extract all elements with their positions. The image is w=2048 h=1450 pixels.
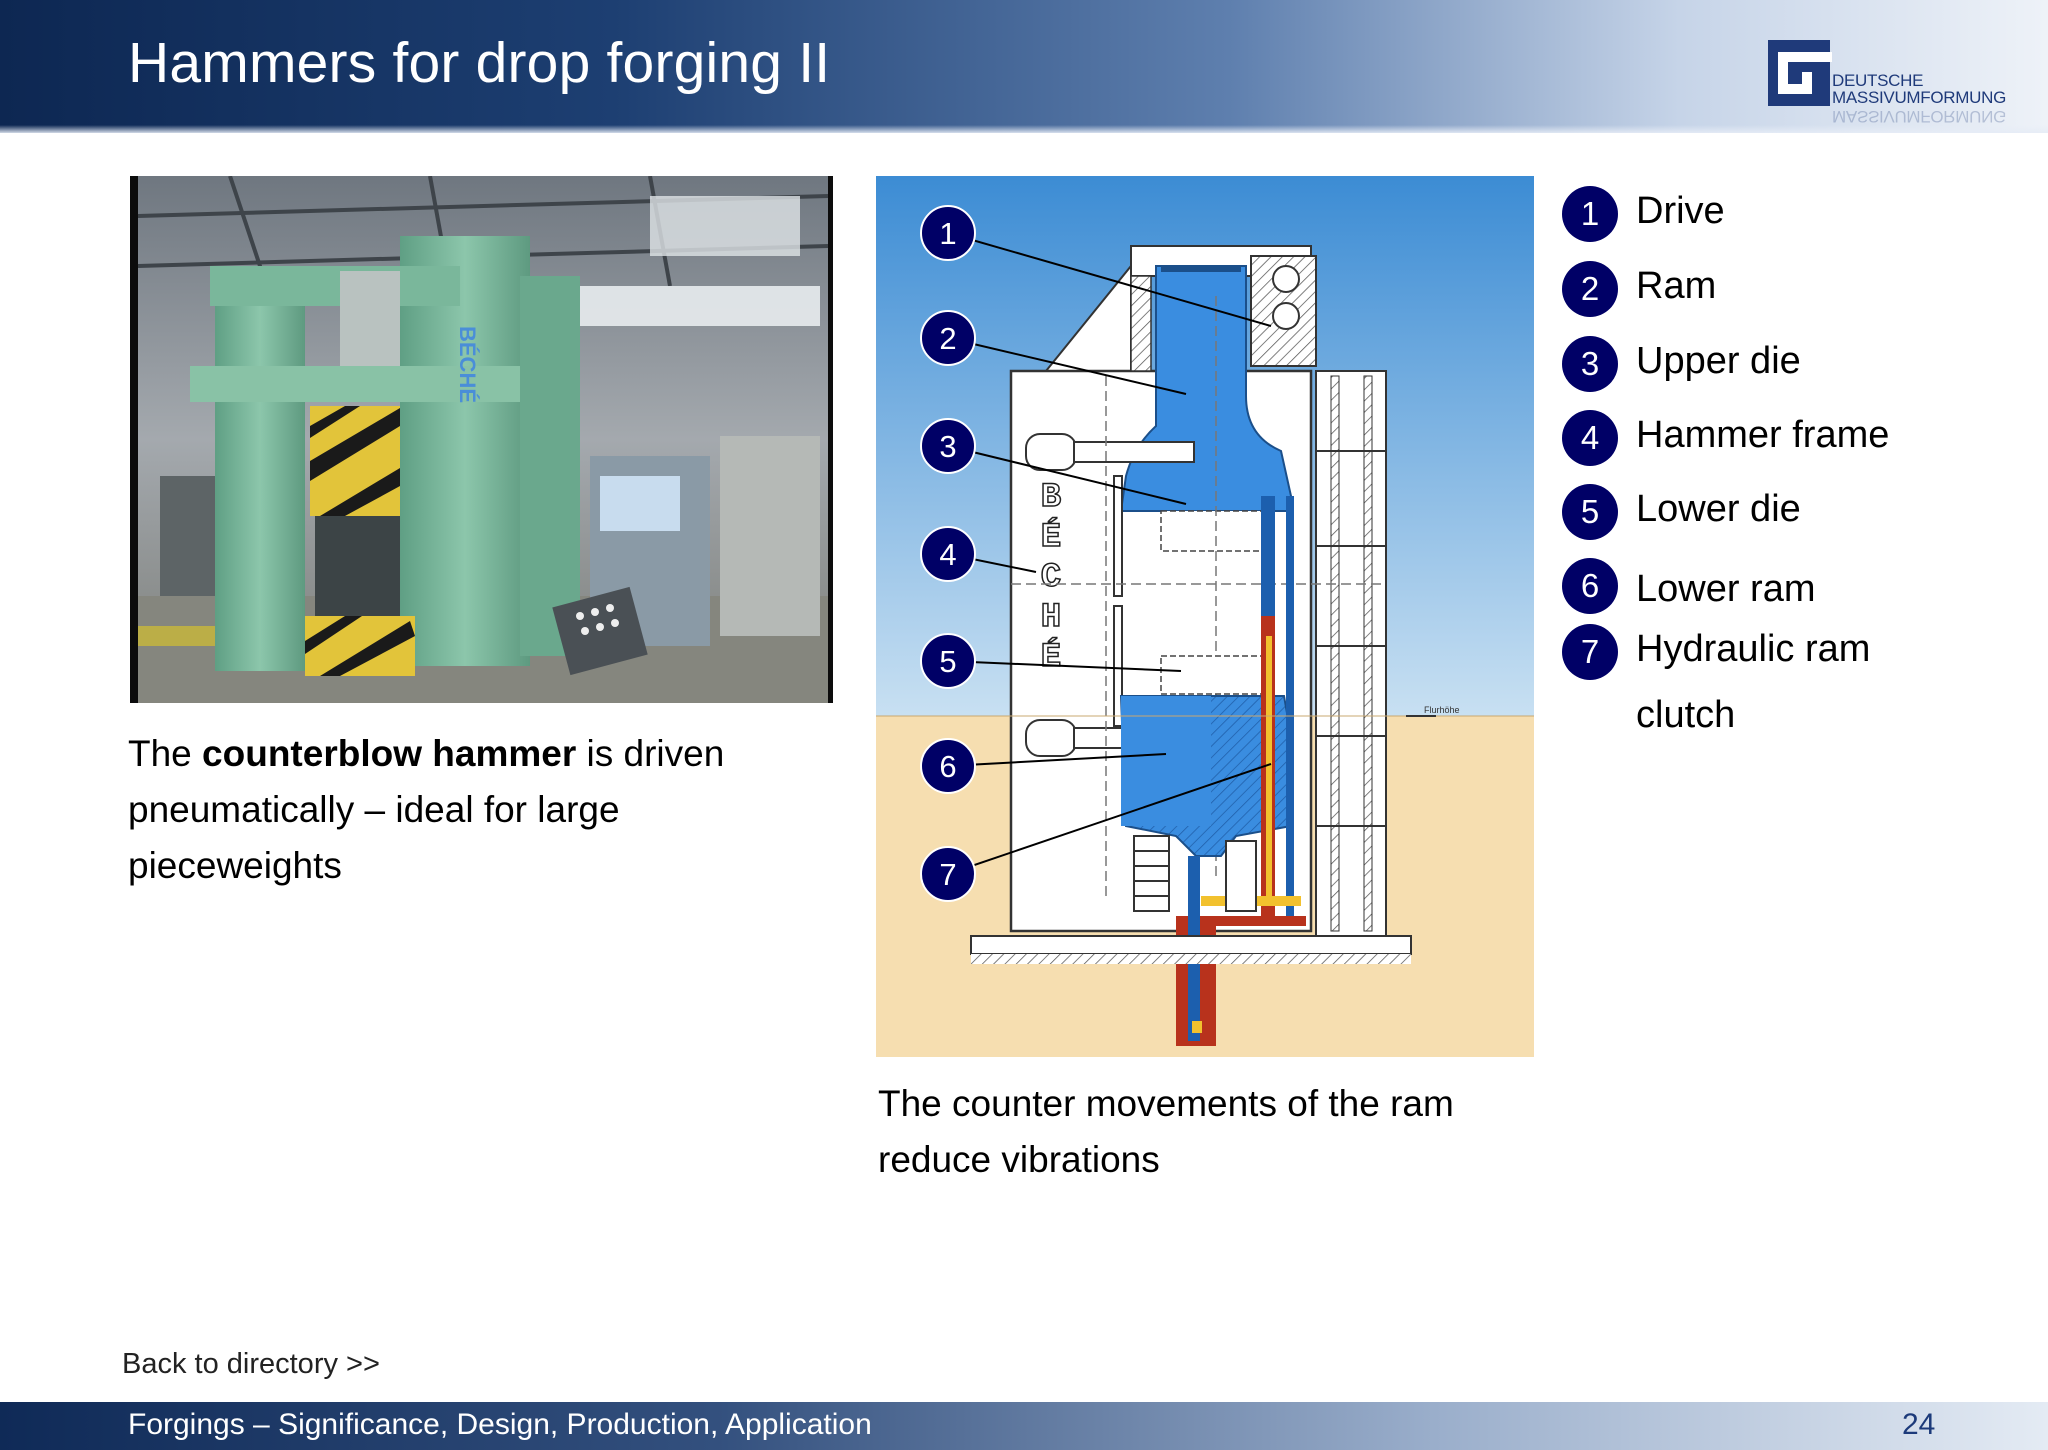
legend-badge: 2 — [1562, 261, 1618, 317]
legend-label: Ram — [1636, 265, 1717, 307]
callout-number: 3 — [939, 429, 956, 464]
ground-level-label: Flurhöhe — [1424, 705, 1460, 715]
machine-brand-text: BÉCHÉ — [455, 326, 480, 403]
callout-number: 4 — [939, 537, 956, 572]
slide-header: Hammers for drop forging II — [0, 0, 2048, 133]
callout-badge-5: 5 — [920, 633, 976, 689]
diagram-callouts: 1 2 3 4 5 6 7 — [920, 205, 976, 902]
logo-line-2: MASSIVUMFORMUNG — [1832, 88, 2007, 107]
caption-left-bold: counterblow hammer — [202, 733, 577, 774]
caption-left-before: The — [128, 733, 203, 774]
page-number: 24 — [1902, 1408, 1936, 1441]
logo-mark-icon — [1768, 40, 1832, 106]
legend-item-upper-die: 3 Upper die — [1562, 332, 2022, 392]
legend-badge: 6 — [1562, 558, 1618, 614]
legend-item-hammer-frame: 4 Hammer frame — [1562, 406, 2022, 466]
legend-badge: 3 — [1562, 336, 1618, 392]
cross-section-drawing: BÉCHÉ — [876, 176, 1534, 1057]
logo-line-1: DEUTSCHE — [1832, 71, 1924, 90]
slide-title: Hammers for drop forging II — [128, 31, 831, 95]
legend-label: Hammer frame — [1636, 414, 1890, 456]
callout-number: 7 — [939, 857, 956, 892]
callout-badge-2: 2 — [920, 310, 976, 366]
callout-badge-4: 4 — [920, 526, 976, 582]
legend-label: Drive — [1636, 190, 1725, 232]
legend-badge: 7 — [1562, 624, 1618, 680]
legend-badge: 1 — [1562, 186, 1618, 242]
callout-number: 2 — [939, 321, 956, 356]
callout-number: 5 — [939, 644, 956, 679]
callout-badge-1: 1 — [920, 205, 976, 261]
company-logo: DEUTSCHE MASSIVUMFORMUNG MASSIVUMFORMUNG — [1766, 38, 2006, 138]
slide-footer: Forgings – Significance, Design, Product… — [0, 1402, 2048, 1450]
legend-item-ram: 2 Ram — [1562, 257, 2022, 317]
legend-label: Lower ram — [1636, 568, 1816, 610]
legend-item-lower-die: 5 Lower die — [1562, 480, 2022, 540]
callout-number: 1 — [939, 216, 956, 251]
legend-label: Hydraulic ram — [1636, 628, 1871, 670]
counterblow-caption: The counterblow hammer is driven pneumat… — [128, 726, 808, 894]
diagram-brand-letter: É — [1041, 638, 1061, 677]
callout-badge-3: 3 — [920, 418, 976, 474]
logo-text: DEUTSCHE MASSIVUMFORMUNG — [1832, 72, 2006, 106]
legend-badge: 5 — [1562, 484, 1618, 540]
footer-text: Forgings – Significance, Design, Product… — [128, 1408, 872, 1441]
legend-item-lower-ram: 6 Lower ram — [1562, 554, 2022, 614]
callout-number: 6 — [939, 749, 956, 784]
legend-item-hydraulic-ram-clutch: 7 Hydraulic ram clutch — [1562, 620, 2022, 750]
back-to-directory-link[interactable]: Back to directory >> — [122, 1348, 380, 1380]
legend-label: Upper die — [1636, 340, 1801, 382]
hammer-photo: BÉCHÉ — [130, 176, 833, 703]
legend-label-continued: clutch — [1636, 694, 1736, 736]
diagram-brand-letter: H — [1041, 599, 1061, 637]
legend-label: Lower die — [1636, 488, 1801, 530]
callout-badge-7: 7 — [920, 846, 976, 902]
counterblow-hammer-image: BÉCHÉ — [130, 176, 833, 703]
diagram-brand-letters: BÉCHÉ — [1040, 478, 1062, 678]
caption-left-after: is driven pneumatically – ideal for larg… — [128, 733, 725, 886]
diagram-brand-letter: C — [1041, 559, 1061, 597]
legend-item-drive: 1 Drive — [1562, 182, 2022, 242]
legend-badge: 4 — [1562, 410, 1618, 466]
diagram-brand-letter: É — [1041, 518, 1061, 557]
logo-reflection-text: MASSIVUMFORMUNG — [1832, 107, 2007, 126]
logo-reflection: MASSIVUMFORMUNG — [1832, 107, 2007, 126]
diagram-brand-letter: B — [1041, 479, 1061, 517]
callout-badge-6: 6 — [920, 738, 976, 794]
vibration-caption: The counter movements of the ram reduce … — [878, 1083, 1454, 1180]
